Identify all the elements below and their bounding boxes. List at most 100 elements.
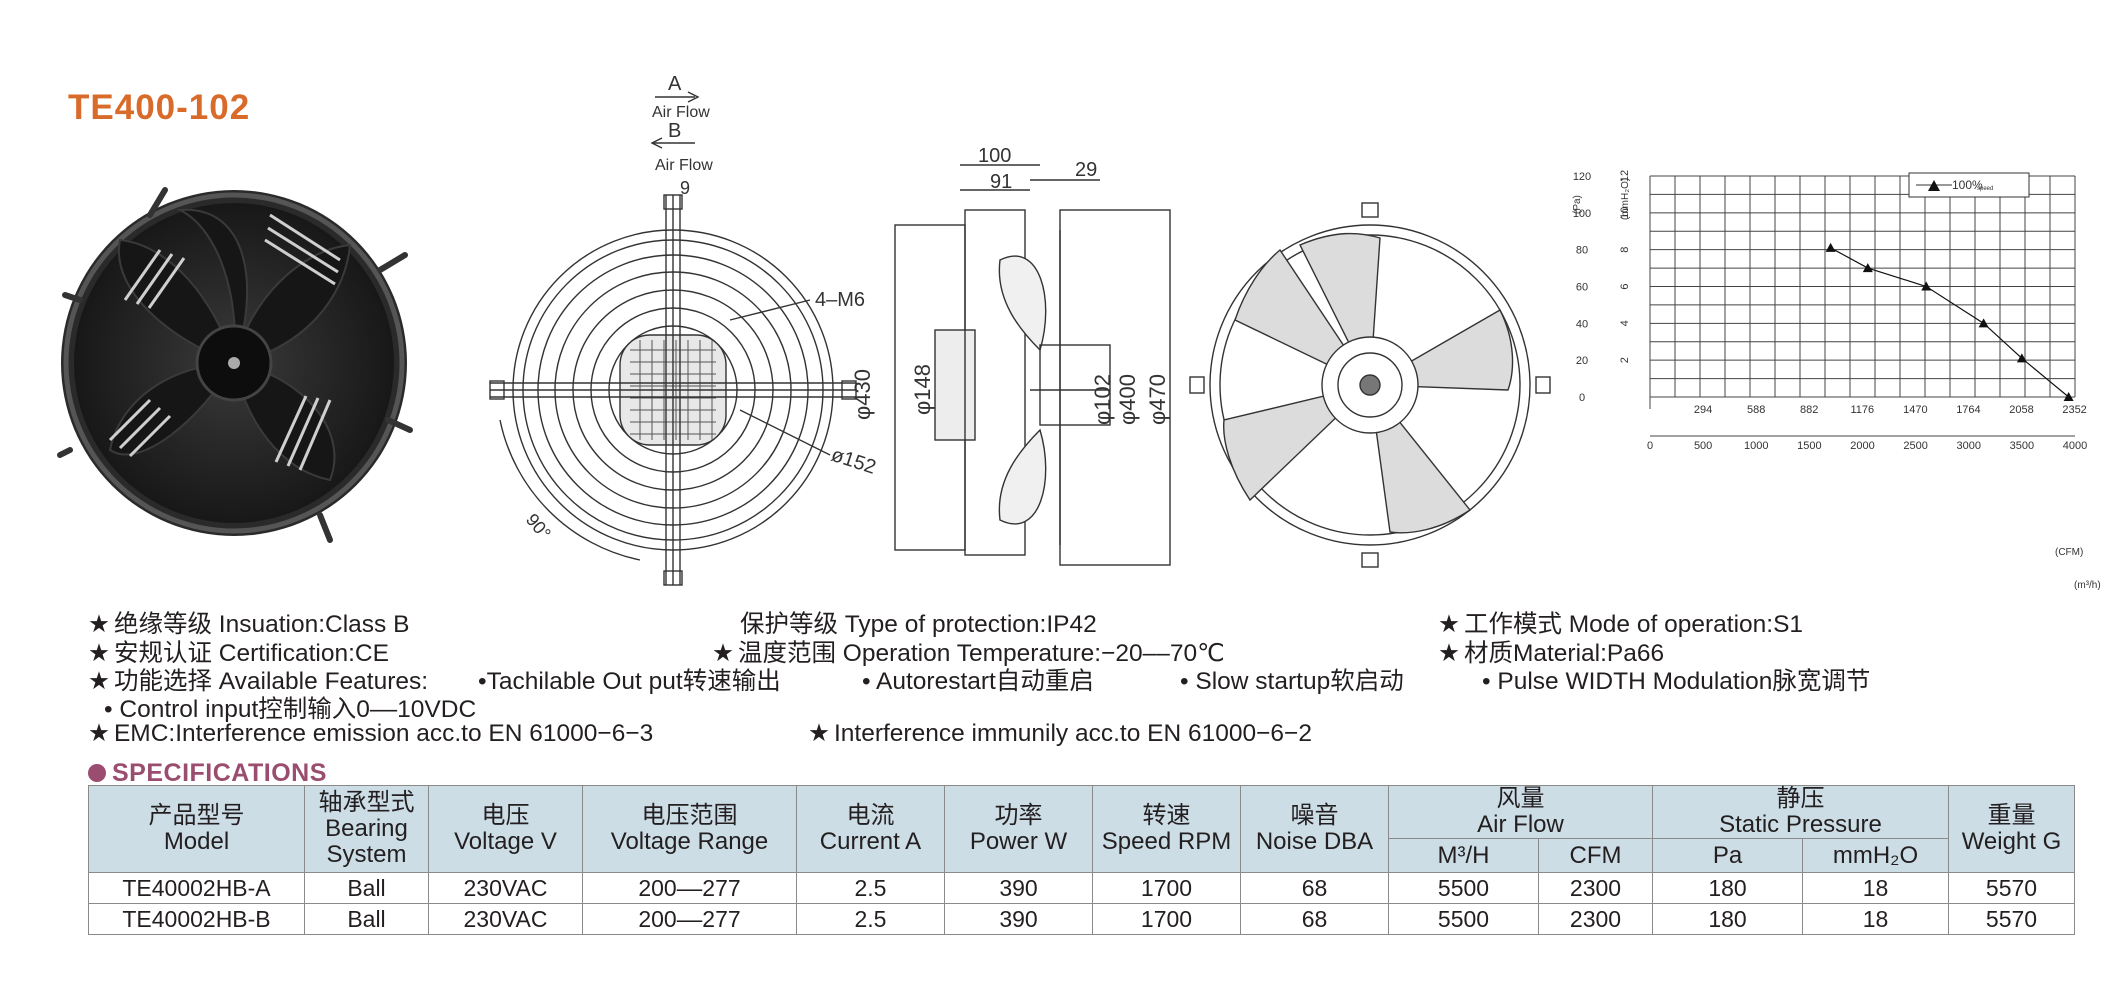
fan-photo bbox=[57, 187, 413, 543]
y-tick-pa: 80 bbox=[1576, 245, 1588, 257]
x-tick-m3h: 1500 bbox=[1797, 440, 1821, 452]
feature-available: 功能选择 Available Features: bbox=[88, 662, 428, 697]
table-cell: 2.5 bbox=[796, 903, 945, 935]
series-point bbox=[2063, 392, 2074, 401]
table-cell: 1700 bbox=[1092, 903, 1241, 935]
feature-pwm: • Pulse WIDTH Modulation脉宽调节 bbox=[1482, 668, 1871, 695]
legend-marker bbox=[1928, 180, 1940, 191]
dim-102-label: φ102 bbox=[1090, 374, 1115, 425]
x-tick-m3h: 3500 bbox=[2010, 440, 2034, 452]
table-cell: TE40002HB-A bbox=[88, 872, 305, 904]
header-pa: Pa bbox=[1652, 838, 1803, 873]
dim-430-label: φ430 bbox=[850, 369, 875, 420]
y-tick-mmh2o: 8 bbox=[1619, 247, 1631, 253]
table-cell: 5500 bbox=[1388, 903, 1539, 935]
x-axis-cfm-label: (CFM) bbox=[2055, 547, 2083, 558]
spec-heading-bullet bbox=[88, 764, 106, 782]
front-view-drawing: A Air Flow B Air Flow 9 bbox=[489, 73, 879, 586]
side-view-drawing: 100 91 29 φ430 φ148 φ102 φ400 φ470 bbox=[850, 145, 1171, 566]
feature-temperature: 温度范围 Operation Temperature:−20––70℃ bbox=[712, 634, 1225, 669]
y-tick-mmh2o: 4 bbox=[1619, 320, 1631, 326]
x-tick-cfm: 588 bbox=[1747, 404, 1765, 416]
header-m3h: M³/H bbox=[1388, 838, 1539, 873]
series-line bbox=[1830, 247, 2070, 398]
table-cell: 180 bbox=[1652, 903, 1803, 935]
table-cell: 180 bbox=[1652, 872, 1803, 904]
feature-tachilable: •Tachilable Out put转速输出 bbox=[478, 668, 781, 695]
y-tick-pa: 60 bbox=[1576, 282, 1588, 294]
legend-series-suffix: speed bbox=[1977, 186, 1993, 192]
feature-emc-immunity: Interference immunily acc.to EN 61000−6−… bbox=[808, 718, 1312, 748]
dim-100-label: 100 bbox=[978, 145, 1011, 167]
table-cell: 5570 bbox=[1948, 903, 2075, 935]
table-cell: 2300 bbox=[1538, 903, 1653, 935]
x-tick-cfm: 1764 bbox=[1956, 404, 1980, 416]
y-tick-mmh2o: 6 bbox=[1619, 283, 1631, 289]
x-tick-cfm: 882 bbox=[1800, 404, 1818, 416]
feature-emc-emission: EMC:Interference emission acc.to EN 6100… bbox=[88, 718, 653, 748]
table-cell: 390 bbox=[944, 872, 1093, 904]
dim-470-label: φ470 bbox=[1145, 374, 1170, 425]
dim-148-label: φ148 bbox=[910, 364, 935, 415]
arrow-b-label: B bbox=[668, 120, 681, 142]
x-tick-cfm: 1176 bbox=[1850, 404, 1874, 416]
y-tick-pa: 40 bbox=[1576, 318, 1588, 330]
series-point bbox=[2016, 353, 2027, 363]
x-tick-m3h: 2500 bbox=[1903, 440, 1927, 452]
series-point bbox=[1921, 281, 1932, 291]
table-cell: 5500 bbox=[1388, 872, 1539, 904]
x-tick-cfm: 294 bbox=[1694, 404, 1712, 416]
dim-90-label: 90° bbox=[522, 510, 555, 544]
y-tick-mmh2o: 12 bbox=[1619, 170, 1631, 182]
dim-152-label: ø152 bbox=[828, 444, 878, 479]
table-cell: TE40002HB-B bbox=[88, 903, 305, 935]
table-cell: Ball bbox=[304, 872, 429, 904]
series-point bbox=[1825, 242, 1836, 252]
x-tick-m3h: 500 bbox=[1694, 440, 1712, 452]
feature-material: 材质Material:Pa66 bbox=[1438, 634, 1664, 669]
table-cell: 1700 bbox=[1092, 872, 1241, 904]
series-point bbox=[1862, 263, 1873, 273]
specifications-heading: SPECIFICATIONS bbox=[112, 759, 327, 787]
table-cell: 68 bbox=[1240, 872, 1389, 904]
table-cell: 18 bbox=[1802, 903, 1949, 935]
series-100-speed bbox=[1825, 242, 2074, 401]
table-cell: 18 bbox=[1802, 872, 1949, 904]
y-axis-pa-label: (Pa) bbox=[1572, 195, 1583, 214]
y-tick-mmh2o: 10 bbox=[1619, 207, 1631, 219]
table-cell: 390 bbox=[944, 903, 1093, 935]
legend-series-name: 100% bbox=[1952, 178, 1983, 192]
chart-legend: 100% speed bbox=[1908, 172, 2030, 198]
y-tick-pa: 120 bbox=[1573, 171, 1591, 183]
feature-slow-startup: • Slow startup软启动 bbox=[1180, 668, 1404, 695]
product-title: TE400-102 bbox=[68, 88, 251, 127]
y-tick-pa: 0 bbox=[1579, 392, 1585, 404]
table-cell: Ball bbox=[304, 903, 429, 935]
header-cfm: CFM bbox=[1538, 838, 1653, 873]
dim-m6-label: 4–M6 bbox=[815, 289, 865, 311]
dim-91-label: 91 bbox=[990, 171, 1012, 193]
table-cell: 68 bbox=[1240, 903, 1389, 935]
dim-29-label: 29 bbox=[1075, 159, 1097, 181]
x-tick-m3h: 0 bbox=[1647, 440, 1653, 452]
table-cell: 200––277 bbox=[582, 903, 797, 935]
feature-autorestart: • Autorestart自动重启 bbox=[862, 668, 1094, 695]
x-axis-m3h-label: (m³/h) bbox=[2074, 580, 2101, 591]
table-cell: 200––277 bbox=[582, 872, 797, 904]
x-tick-cfm: 2058 bbox=[2009, 404, 2033, 416]
y-tick-pa: 100 bbox=[1573, 208, 1591, 220]
